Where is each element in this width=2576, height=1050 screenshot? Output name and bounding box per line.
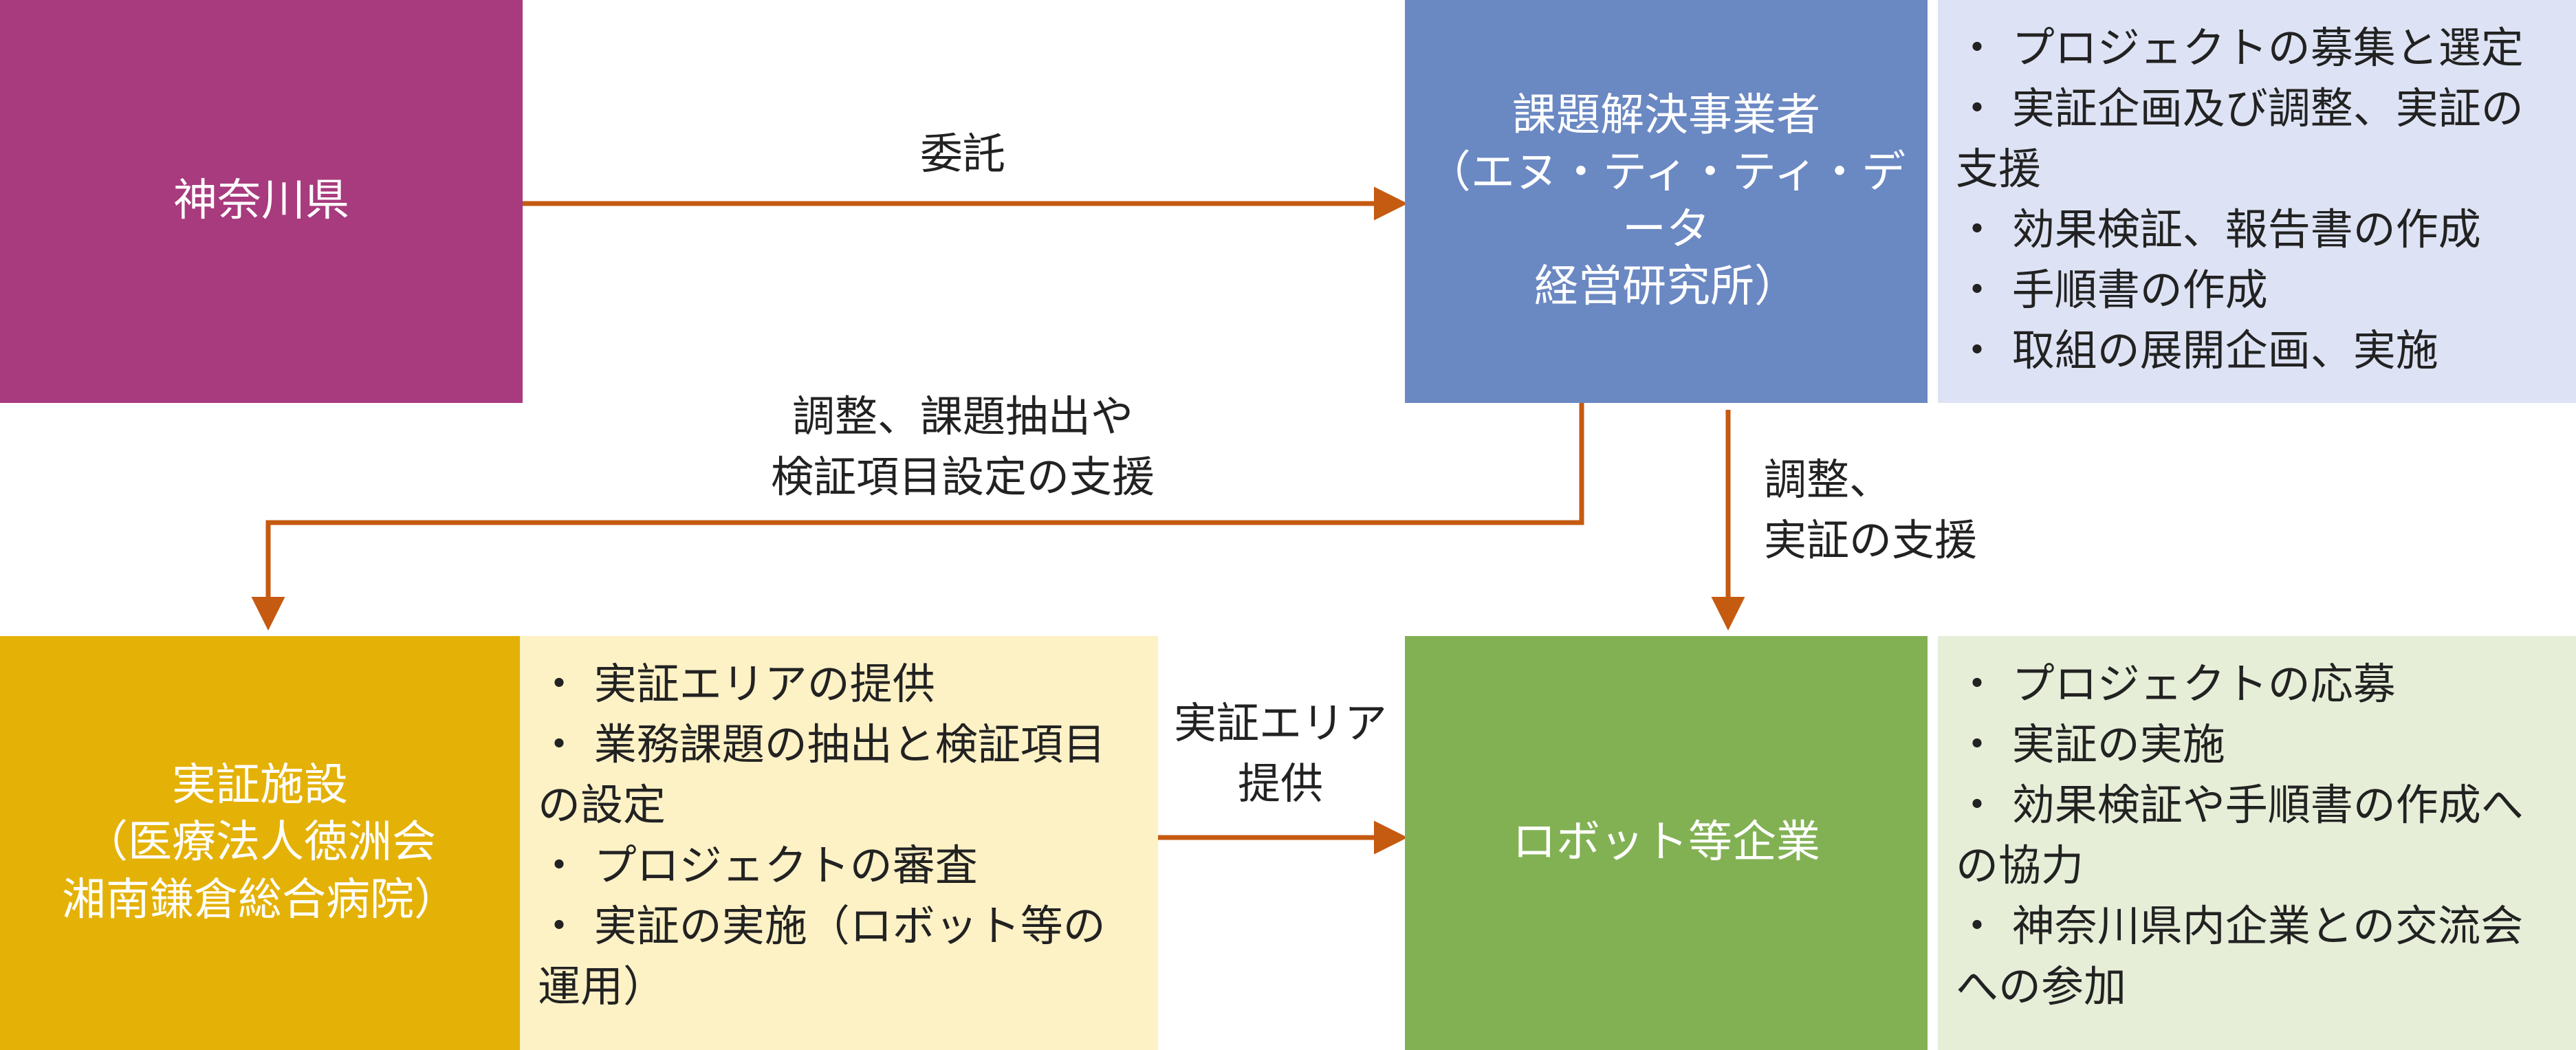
list-item: ・ 実証の実施: [1956, 719, 2225, 769]
list-item: ・ 取組の展開企画、実施: [1956, 325, 2438, 375]
node-operator-line: 経営研究所）: [1534, 261, 1798, 313]
node-kanagawa-label: 神奈川県: [173, 175, 349, 227]
node-facility-line: 実証施設: [172, 760, 348, 811]
list-item: ・ プロジェクトの募集と選定: [1956, 23, 2524, 73]
node-operator-line: 課題解決事業者: [1512, 89, 1820, 141]
list-item: ・ 実証の実施（ロボット等の運用）: [538, 901, 1106, 1011]
list-item: ・ 実証企画及び調整、実証の支援: [1956, 83, 2524, 194]
list-item: ・ 効果検証や手順書の作成への協力: [1956, 780, 2524, 890]
edge-label-text: 提供: [1237, 758, 1323, 809]
list-item: ・ 効果検証、報告書の作成: [1956, 204, 2481, 254]
arrow-support-facility: [251, 403, 1584, 631]
list-item: ・ 業務課題の抽出と検証項目の設定: [538, 719, 1106, 830]
edge-label-text: 検証項目設定の支援: [770, 452, 1155, 502]
node-company-label: ロボット等企業: [1512, 817, 1820, 868]
node-company: ロボット等企業: [1405, 636, 1928, 1050]
list-item: ・ プロジェクトの応募: [1956, 659, 2396, 709]
list-item: ・ プロジェクトの審査: [538, 840, 978, 890]
edge-label-commission: 委託: [825, 124, 1100, 184]
edge-label-support-company: 調整、 実証の支援: [1764, 450, 1977, 571]
node-operator: 課題解決事業者 （エヌ・ティ・ティ・データ 経営研究所）: [1405, 0, 1928, 403]
node-facility-line: （医療法人徳洲会: [84, 817, 436, 868]
edge-label-text: 実証エリア: [1173, 698, 1387, 748]
node-kanagawa: 神奈川県: [0, 0, 523, 403]
node-facility-line: 湘南鎌倉総合病院）: [62, 874, 458, 926]
node-operator-line: （エヌ・ティ・ティ・データ: [1426, 146, 1906, 255]
list-item: ・ 神奈川県内企業との交流会への参加: [1956, 901, 2524, 1011]
note-operator: ・ プロジェクトの募集と選定 ・ 実証企画及び調整、実証の支援 ・ 効果検証、報…: [1938, 0, 2576, 403]
edge-label-text: 調整、: [1764, 455, 1892, 505]
note-facility: ・ 実証エリアの提供 ・ 業務課題の抽出と検証項目の設定 ・ プロジェクトの審査…: [520, 636, 1158, 1050]
node-facility: 実証施設 （医療法人徳洲会 湘南鎌倉総合病院）: [0, 636, 520, 1050]
note-company: ・ プロジェクトの応募 ・ 実証の実施 ・ 効果検証や手順書の作成への協力 ・ …: [1938, 636, 2576, 1050]
edge-label-text: 委託: [919, 129, 1005, 179]
edge-label-text: 調整、課題抽出や: [792, 391, 1133, 441]
list-item: ・ 手順書の作成: [1956, 265, 2268, 315]
edge-label-support-facility: 調整、課題抽出や 検証項目設定の支援: [688, 386, 1238, 507]
edge-label-area-provision: 実証エリア 提供: [1158, 693, 1403, 814]
edge-label-text: 実証の支援: [1764, 515, 1978, 565]
list-item: ・ 実証エリアの提供: [538, 659, 935, 709]
